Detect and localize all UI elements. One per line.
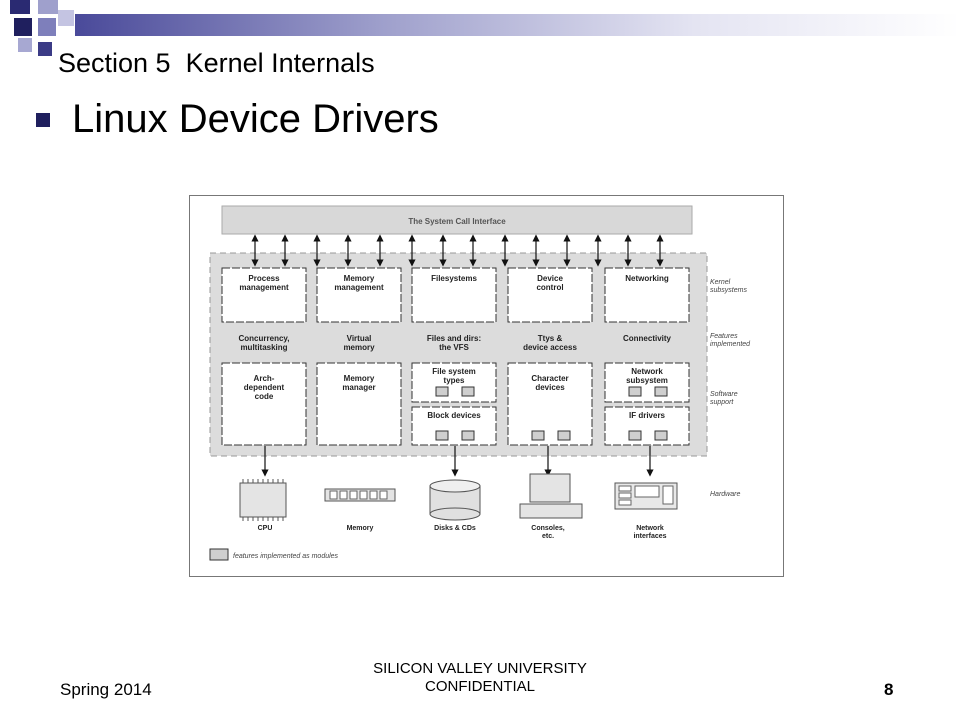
deco-square — [18, 38, 32, 52]
software-support-box — [604, 406, 690, 446]
footer-center-line2: CONFIDENTIAL — [424, 678, 535, 695]
module-chip — [531, 430, 545, 441]
kernel-subsystem-box — [604, 267, 690, 323]
software-support-label: Block devices — [427, 411, 481, 420]
feature-label: Files and dirs:the VFS — [427, 334, 481, 352]
legend-swatch — [209, 548, 229, 561]
hardware-label: Memory — [347, 525, 374, 532]
module-chip — [654, 386, 668, 397]
page-number: 8 — [884, 680, 894, 699]
kernel-subsystem-box — [411, 267, 497, 323]
console-icon — [519, 473, 583, 519]
disk-bottom — [429, 507, 481, 521]
disk-icon — [429, 479, 481, 521]
network-icon — [614, 482, 678, 510]
module-chip — [557, 430, 571, 441]
cpu-icon — [239, 479, 287, 521]
memory-cell — [369, 490, 378, 500]
software-support-box — [316, 362, 402, 446]
software-support-box — [604, 362, 690, 403]
memory-cell — [379, 490, 388, 500]
kernel-subsystem-label: Filesystems — [431, 274, 477, 283]
deco-square — [38, 18, 56, 36]
deco-square — [58, 10, 74, 26]
memory-cell — [349, 490, 358, 500]
hardware-label: Disks & CDs — [434, 525, 476, 532]
software-support-box — [411, 406, 497, 446]
network-chip — [662, 485, 674, 505]
network-port — [618, 499, 632, 506]
module-chip — [628, 386, 642, 397]
module-chip — [435, 386, 449, 397]
kernel-subsystem-box — [316, 267, 402, 323]
console-monitor — [529, 473, 571, 503]
memory-cell — [359, 490, 368, 500]
footer-date: Spring 2014 — [60, 680, 152, 699]
network-port — [618, 492, 632, 499]
kernel-subsystem-label: Networking — [625, 274, 669, 283]
feature-label: Connectivity — [623, 334, 672, 343]
module-chip — [628, 430, 642, 441]
bullet-icon — [36, 113, 50, 127]
slide-title: Linux Device Drivers — [72, 97, 439, 141]
disk-top — [429, 479, 481, 493]
software-support-box — [507, 362, 593, 446]
section-title: Section 5 Kernel Internals — [58, 48, 375, 78]
legend-label: features implemented as modules — [233, 553, 339, 560]
footer-center-line1: SILICON VALLEY UNIVERSITY — [373, 660, 587, 677]
header-gradient-bar — [75, 14, 960, 36]
module-chip — [461, 430, 475, 441]
module-chip — [461, 386, 475, 397]
kernel-subsystem-box — [221, 267, 307, 323]
feature-label: Concurrency,multitasking — [239, 334, 290, 352]
footer-confidential: SILICON VALLEY UNIVERSITY CONFIDENTIAL — [300, 660, 660, 696]
feature-label: Ttys &device access — [523, 334, 577, 352]
syscall-interface-bar — [221, 205, 693, 235]
hardware-label: Consoles,etc. — [531, 525, 565, 540]
deco-square — [10, 0, 30, 14]
deco-square — [14, 18, 32, 36]
module-chip — [654, 430, 668, 441]
cpu-chip — [239, 482, 287, 518]
memory-cell — [329, 490, 338, 500]
memory-icon — [324, 488, 396, 502]
kernel-subsystem-box — [507, 267, 593, 323]
software-support-label: IF drivers — [629, 411, 666, 420]
hardware-label: CPU — [258, 525, 273, 532]
deco-square — [38, 0, 58, 14]
console-keyboard — [519, 503, 583, 519]
software-support-box — [411, 362, 497, 403]
network-chip — [634, 485, 660, 498]
syscall-interface-label: The System Call Interface — [408, 217, 506, 226]
memory-cell — [339, 490, 348, 500]
software-support-box — [221, 362, 307, 446]
module-chip — [435, 430, 449, 441]
deco-square — [38, 42, 52, 56]
network-port — [618, 485, 632, 492]
side-label-hardware: Hardware — [710, 491, 740, 498]
